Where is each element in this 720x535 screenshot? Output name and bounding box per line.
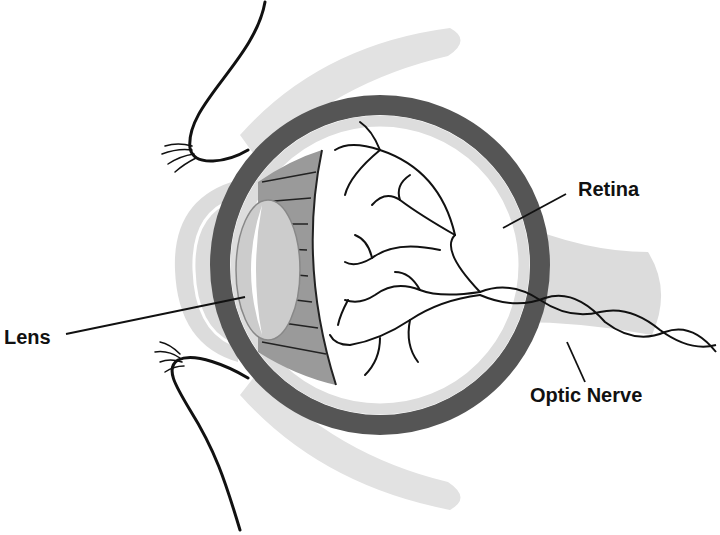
part-label: Retina: [578, 178, 639, 200]
part-label: Lens: [4, 326, 51, 348]
part-label: Optic Nerve: [530, 384, 642, 406]
